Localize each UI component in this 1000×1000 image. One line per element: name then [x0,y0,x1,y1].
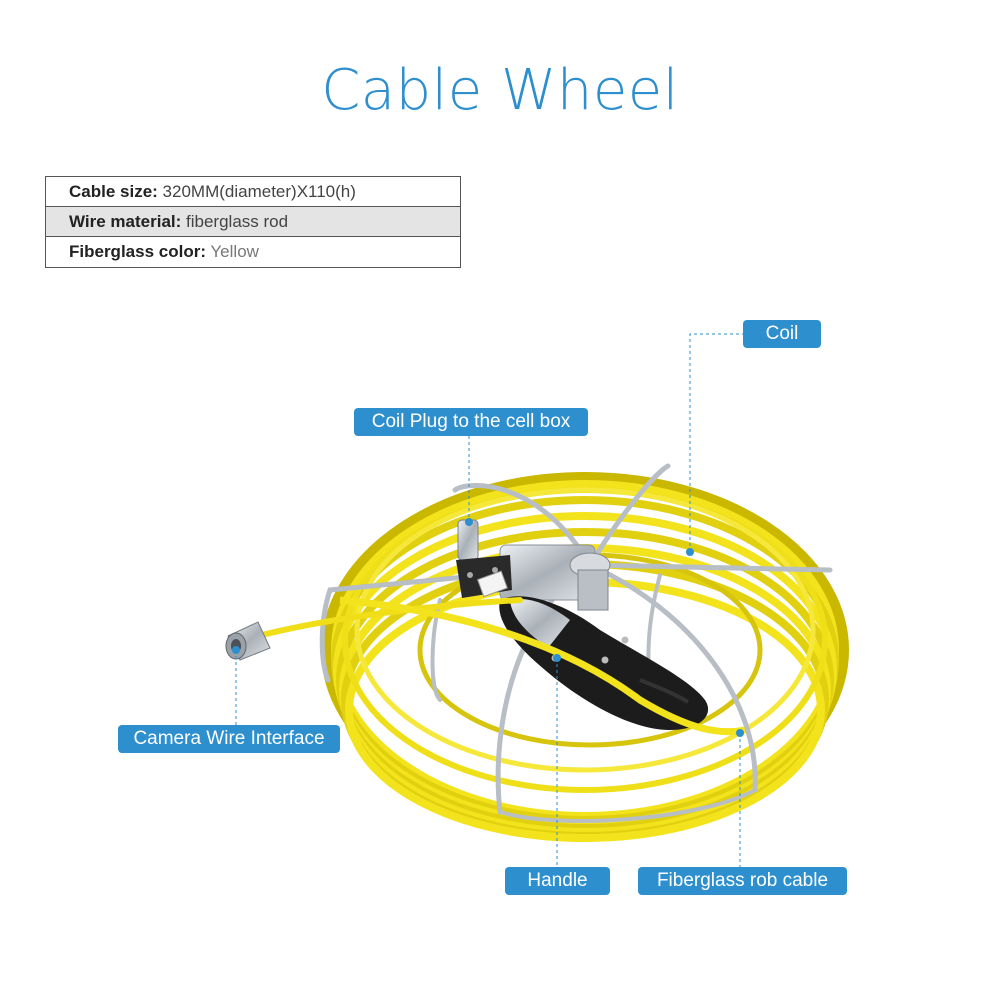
callout-handle: Handle [505,867,610,895]
spec-value: 320MM(diameter)X110(h) [162,182,356,201]
callout-coil: Coil [743,320,821,348]
loose-cable [339,596,746,736]
callout-fiberglass-cable: Fiberglass rob cable [638,867,847,895]
spec-row-wire-material: Wire material: fiberglass rod [46,207,460,237]
leader-lines [235,333,745,868]
spec-row-cable-size: Cable size: 320MM(diameter)X110(h) [46,177,460,207]
page-title: Cable Wheel [321,58,679,123]
steel-frame [319,463,833,823]
leader-dots [232,518,744,737]
spec-table: Cable size: 320MM(diameter)X110(h) Wire … [45,176,461,268]
callout-camera-wire-interface: Camera Wire Interface [118,725,340,753]
spec-value: Yellow [210,242,259,261]
hub [499,544,611,611]
spec-label: Cable size: [69,182,158,201]
spec-value: fiberglass rod [186,212,289,231]
callout-coil-plug: Coil Plug to the cell box [354,408,588,436]
spec-row-fiberglass-color: Fiberglass color: Yellow [46,237,460,267]
handle [499,596,709,730]
coil-plug-connector [456,519,512,598]
spec-label: Wire material: [69,212,182,231]
spec-label: Fiberglass color: [69,242,206,261]
